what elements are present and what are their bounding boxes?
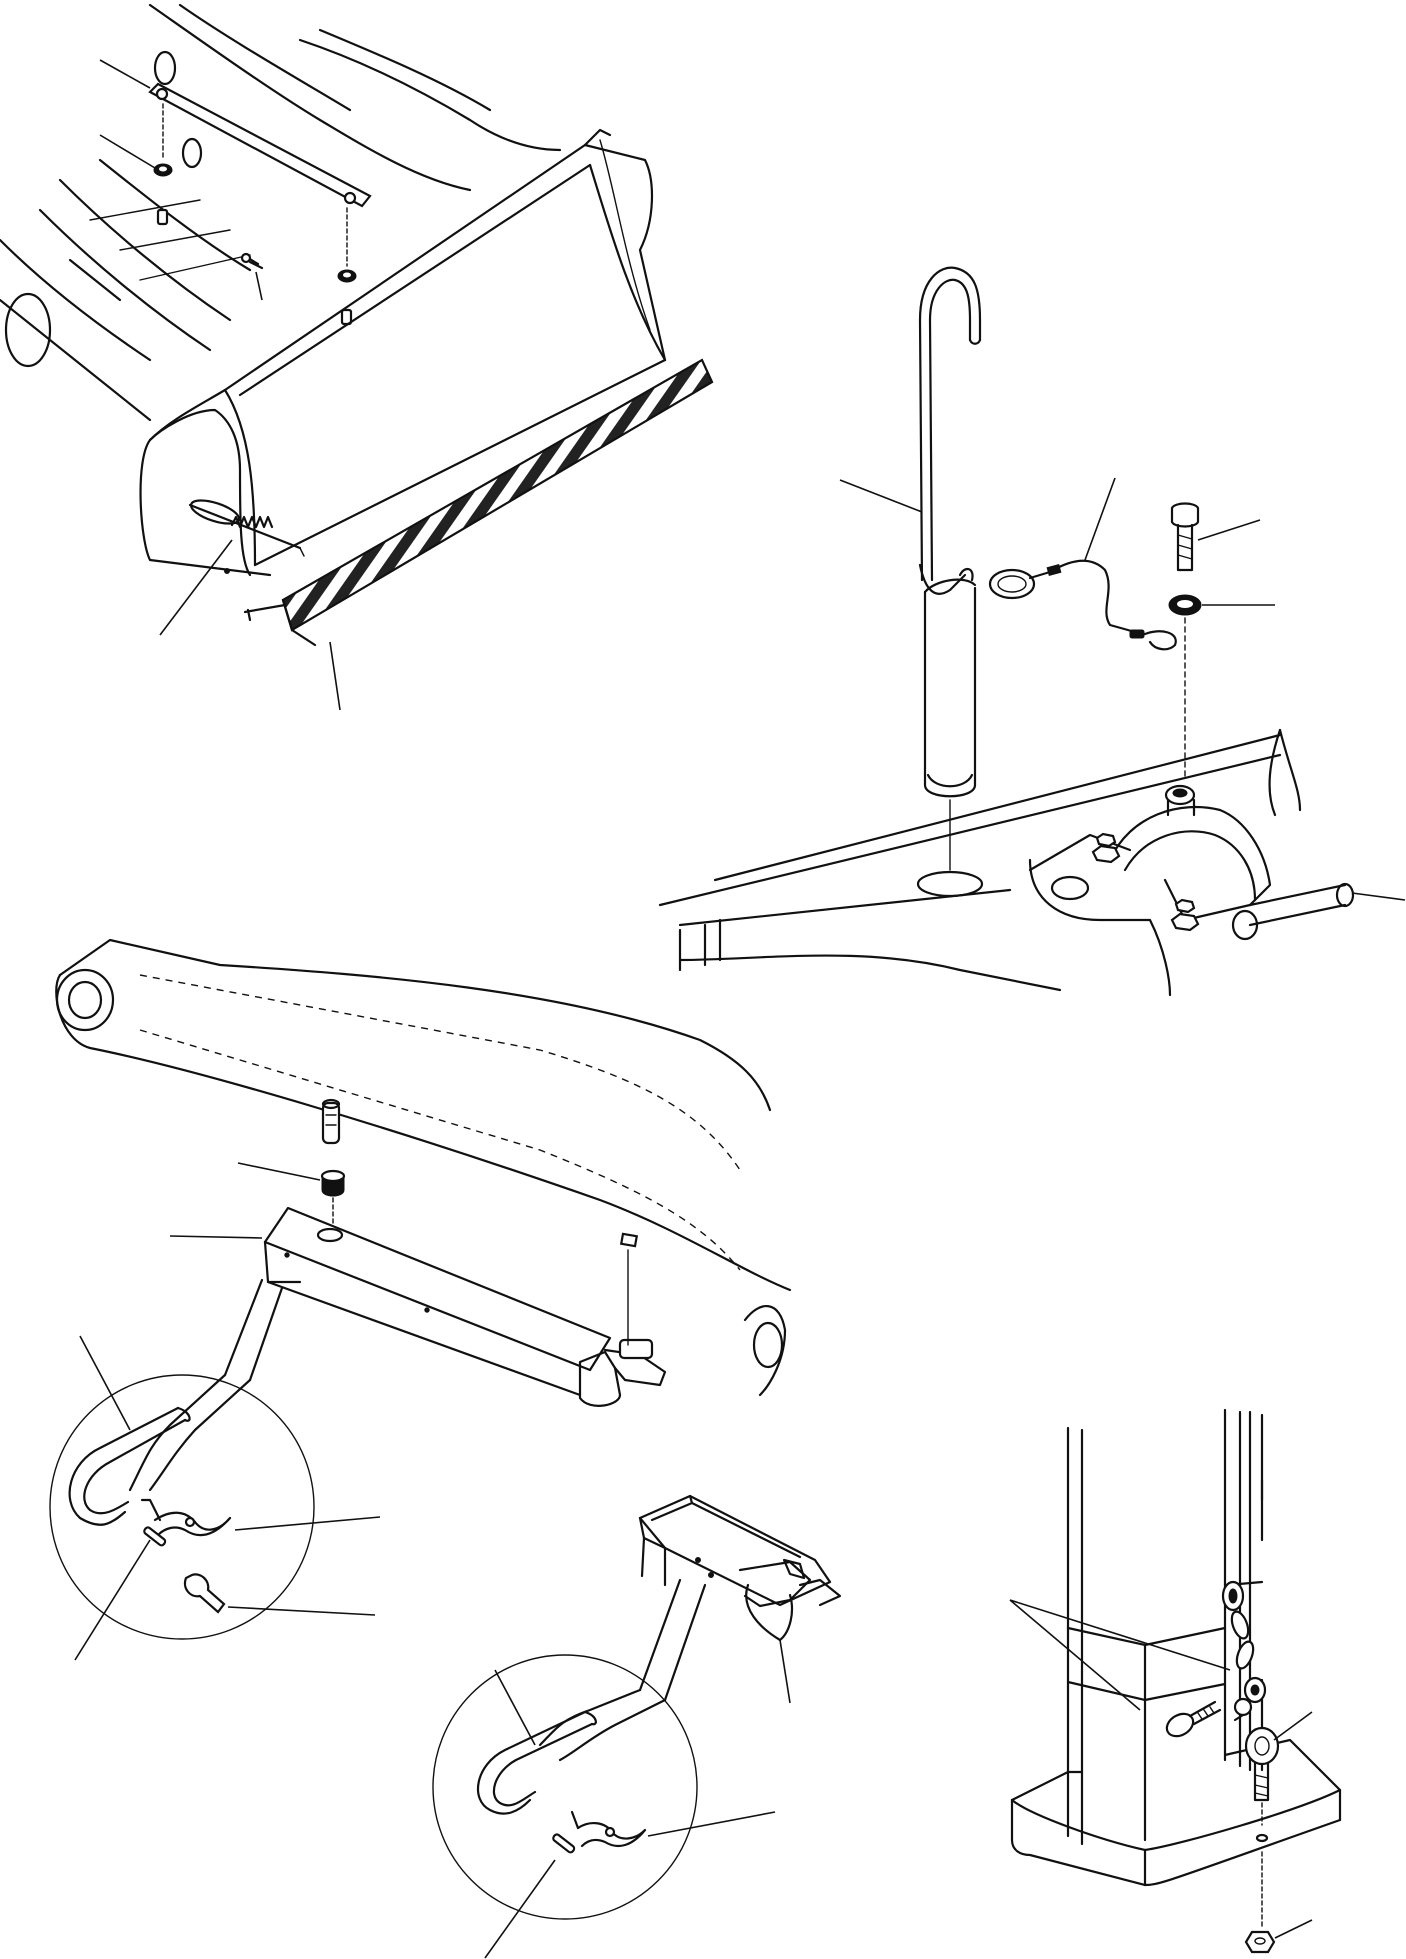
eye-bolt (1244, 1726, 1280, 1843)
loader-arms (0, 3, 562, 422)
chain (1221, 1580, 1267, 1722)
strap-nut-right (337, 207, 357, 326)
split-pin (240, 252, 264, 270)
frame-deck (658, 728, 1302, 997)
washer (1168, 594, 1202, 781)
boom-leaders (74, 1162, 381, 1661)
post-view (1009, 1408, 1342, 1954)
eye-bolt-side (1165, 1700, 1222, 1738)
boom-arm (55, 938, 792, 1397)
hook-leaders (839, 477, 1406, 901)
bolt (1170, 502, 1200, 572)
detail-circle-left (49, 1373, 315, 1640)
support-bar-variant-view (432, 1494, 842, 1959)
hex-nut (1244, 1851, 1276, 1954)
bucket-view (0, 3, 714, 711)
boom-support-view (49, 938, 792, 1661)
cutting-edge (243, 358, 714, 647)
support-bar (223, 1206, 667, 1407)
rubber-stopper (320, 1169, 346, 1226)
lanyard-cable (988, 559, 1177, 651)
variant-leaders (484, 1639, 791, 1959)
spring (188, 499, 305, 557)
strap-nut-left (153, 103, 173, 226)
bar-end-block (638, 1494, 842, 1702)
detail-circle-right (432, 1654, 698, 1920)
hook-pin-view (658, 266, 1406, 997)
post-base (1010, 1738, 1342, 1887)
lock-pin (916, 567, 984, 898)
bucket (139, 128, 667, 622)
stopper-pin (321, 1098, 341, 1145)
hinge-bracket (1028, 784, 1355, 941)
bucket-leaders (99, 59, 341, 711)
strap-bar (148, 82, 372, 208)
post-leaders (1009, 1599, 1313, 1939)
hook-rod (918, 266, 982, 595)
